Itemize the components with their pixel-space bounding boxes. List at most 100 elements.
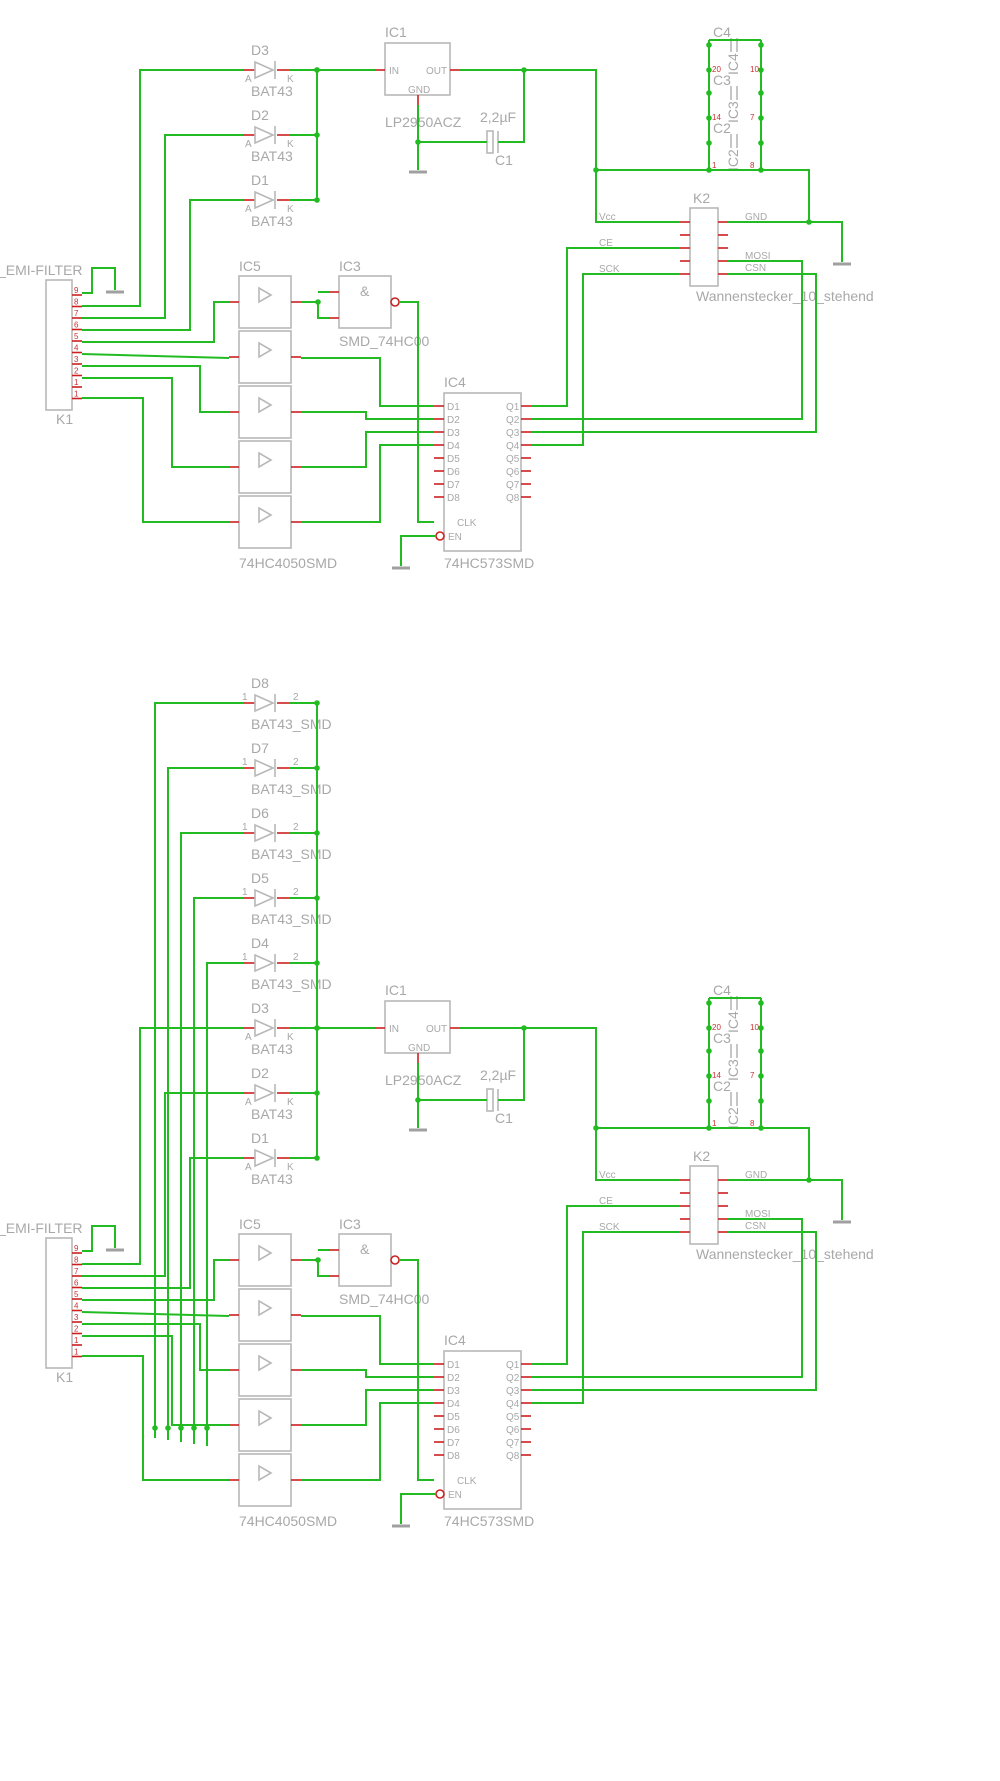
anode-mark: A xyxy=(245,74,252,85)
junction-dot xyxy=(758,1048,764,1054)
cathode-mark: K xyxy=(287,1162,294,1173)
pin-1-mark: 1 xyxy=(242,952,248,963)
diode-triangle xyxy=(254,953,275,973)
wire xyxy=(460,69,680,223)
diode-ref: D2 xyxy=(251,1065,269,1081)
diode-ref: D6 xyxy=(251,805,269,821)
buffer-triangle xyxy=(258,1464,273,1482)
buffer-triangle xyxy=(258,341,273,359)
junction-dot xyxy=(706,167,712,173)
buffer-body xyxy=(238,1398,292,1452)
k2-csn-label: CSN xyxy=(745,1221,766,1232)
buffer-triangle xyxy=(258,1299,273,1317)
decoupling-ic-ref: IC4 xyxy=(725,53,741,75)
junction-dot xyxy=(314,1025,320,1031)
latch-d-label: D6 xyxy=(447,467,460,478)
latch-en-bubble xyxy=(435,531,445,541)
wire xyxy=(82,1092,243,1277)
buffer-ref: IC5 xyxy=(239,1216,261,1232)
diode-triangle xyxy=(254,190,275,210)
junction-dot xyxy=(758,167,764,173)
latch-q-label: Q7 xyxy=(506,1438,520,1449)
decoupling-pin: 14 xyxy=(712,113,721,122)
junction-dot xyxy=(191,1425,197,1431)
diode-ref: D1 xyxy=(251,172,269,188)
diode-triangle xyxy=(254,693,275,713)
diode-value: BAT43_SMD xyxy=(251,716,332,732)
wire xyxy=(82,1225,116,1252)
latch-en-bubble xyxy=(435,1489,445,1499)
decoupling-pin: 1 xyxy=(712,1119,717,1128)
diode-ref: D3 xyxy=(251,1000,269,1016)
latch-q-label: Q5 xyxy=(506,454,520,465)
pin-2-mark: 2 xyxy=(293,692,299,703)
anode-mark: A xyxy=(245,1032,252,1043)
diode-value: BAT43_SMD xyxy=(251,976,332,992)
wire xyxy=(460,1027,680,1181)
diode-triangle xyxy=(254,125,275,145)
connector-k2 xyxy=(689,207,719,287)
diode-value: BAT43 xyxy=(251,213,293,229)
diode-ref: D4 xyxy=(251,935,269,951)
latch-ic4 xyxy=(443,1350,522,1510)
latch-q-label: Q3 xyxy=(506,428,520,439)
latch-q-label: Q1 xyxy=(506,402,520,413)
wire xyxy=(82,199,243,331)
wire xyxy=(498,1028,525,1101)
anode-mark: A xyxy=(245,1162,252,1173)
decoupling-pin: 8 xyxy=(750,1119,755,1128)
latch-q-label: Q1 xyxy=(506,1360,520,1371)
buffer-body xyxy=(238,495,292,549)
regulator-ref: IC1 xyxy=(385,982,407,998)
wire xyxy=(400,535,436,566)
k2-vcc-label: Vcc xyxy=(599,212,616,223)
junction-dot xyxy=(706,90,712,96)
latch-value: 74HC573SMD xyxy=(444,555,534,571)
wire xyxy=(399,301,434,523)
buffer-body xyxy=(238,1343,292,1397)
buffer-triangle xyxy=(258,396,273,414)
junction-dot xyxy=(152,1425,158,1431)
wire xyxy=(301,431,434,468)
regulator-out-label: OUT xyxy=(426,1024,447,1035)
wire xyxy=(301,444,434,523)
wire xyxy=(498,70,525,143)
k1-pin-number: 3 xyxy=(74,1313,79,1322)
junction-dot xyxy=(415,1097,421,1103)
latch-d-label: D4 xyxy=(447,1399,460,1410)
capacitor-c1-body xyxy=(486,130,494,154)
latch-q-label: Q7 xyxy=(506,480,520,491)
k2-gnd-label: GND xyxy=(745,212,767,223)
junction-dot xyxy=(706,115,712,121)
diode-ref: D2 xyxy=(251,107,269,123)
diode-triangle xyxy=(254,1083,275,1103)
wire xyxy=(154,702,243,1438)
buffer-body xyxy=(238,1453,292,1507)
decoupling-pin: 8 xyxy=(750,161,755,170)
junction-dot xyxy=(706,42,712,48)
regulator-in-label: IN xyxy=(389,66,399,77)
decoupling-cap-ref: C3 xyxy=(713,1030,731,1046)
cathode-mark: K xyxy=(287,204,294,215)
wire xyxy=(180,832,243,1442)
latch-d-label: D2 xyxy=(447,415,460,426)
decoupling-cap-ref: C4 xyxy=(713,24,731,40)
diode-triangle xyxy=(254,60,275,80)
nand-ref: IC3 xyxy=(339,258,361,274)
junction-dot xyxy=(178,1425,184,1431)
buffer-ref: IC5 xyxy=(239,258,261,274)
k1-pin-number: 5 xyxy=(74,1290,79,1299)
k2-ce-label: CE xyxy=(599,1196,613,1207)
nand-value: SMD_74HC00 xyxy=(339,333,429,349)
k2-mosi-label: MOSI xyxy=(745,1209,771,1220)
diode-value: BAT43 xyxy=(251,1041,293,1057)
decoupling-ic-ref: IC2 xyxy=(725,149,741,171)
pin-1-mark: 1 xyxy=(242,822,248,833)
connector-k1 xyxy=(45,279,73,411)
decoupling-ic-ref: IC3 xyxy=(725,1059,741,1081)
k1-pin-number: 1 xyxy=(74,378,79,387)
